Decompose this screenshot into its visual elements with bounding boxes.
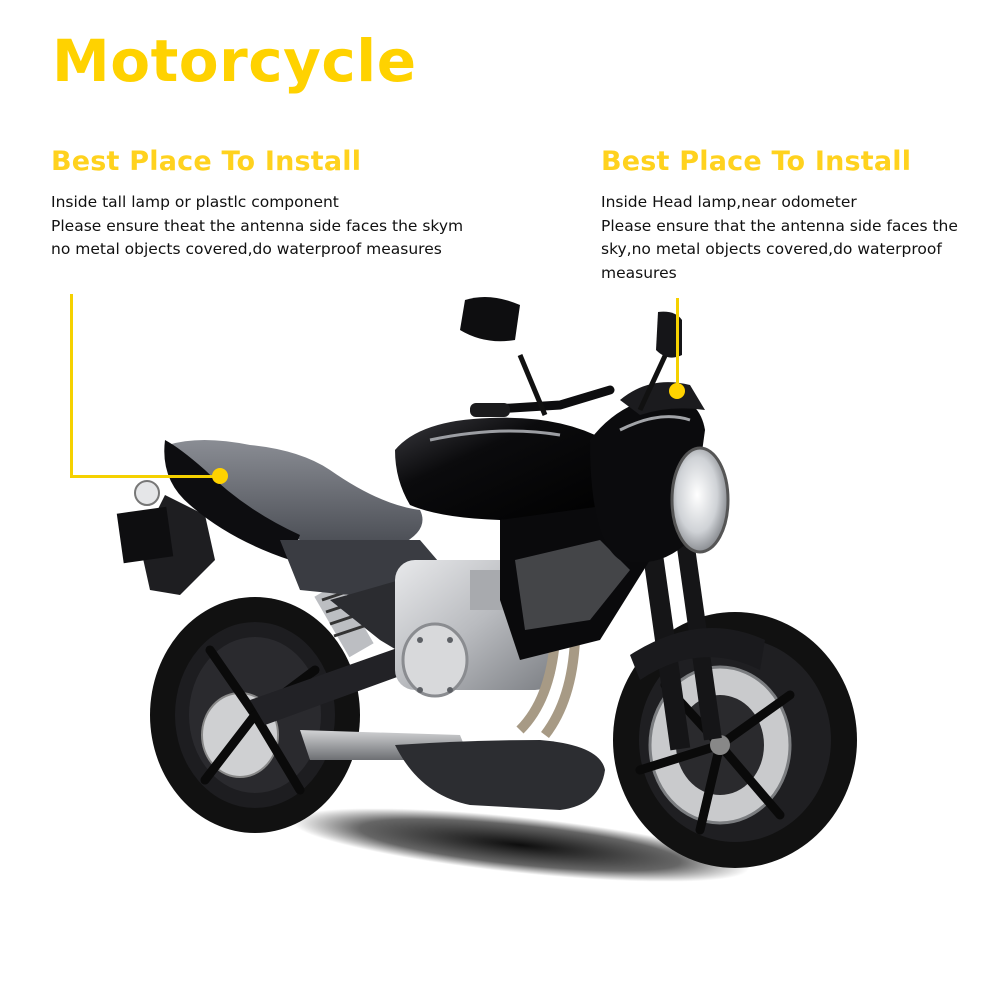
install-tip-front-heading: Best Place To Install xyxy=(601,146,912,177)
headlight xyxy=(670,446,730,554)
callout-dot-rear xyxy=(212,468,228,484)
fuel-tank xyxy=(395,417,617,520)
callout-line-rear-vertical xyxy=(70,294,73,478)
description-line: Inside Head lamp,near odometer xyxy=(601,193,857,211)
callout-dot-front xyxy=(669,383,685,399)
rear-fender xyxy=(116,480,215,595)
description-line: no metal objects covered,do waterproof m… xyxy=(51,240,442,258)
belly-pan xyxy=(395,740,605,810)
description-line: Please ensure theat the antenna side fac… xyxy=(51,216,464,235)
left-mirror xyxy=(460,296,548,416)
tail-cowl xyxy=(164,440,300,560)
install-tip-front-description: Inside Head lamp,near odometer Please en… xyxy=(601,191,996,285)
handlebar-grip xyxy=(470,403,510,417)
ground-shadow xyxy=(291,808,749,882)
install-tip-front: Best Place To Install Inside Head lamp,n… xyxy=(601,143,996,285)
description-line: Please ensure that the antenna side face… xyxy=(601,216,958,235)
callout-line-front-vertical xyxy=(676,298,679,391)
install-tip-rear-heading: Best Place To Install xyxy=(51,146,362,177)
page-title: Motorcycle xyxy=(52,27,417,95)
right-mirror xyxy=(637,311,682,412)
front-wheel xyxy=(613,612,857,868)
description-line: sky,no metal objects covered,do waterpro… xyxy=(601,240,942,258)
rear-wheel xyxy=(150,597,360,833)
description-line: measures xyxy=(601,263,677,282)
description-line: Inside tall lamp or plastlc component xyxy=(51,193,339,211)
swingarm xyxy=(250,640,430,725)
install-tip-rear-description: Inside tall lamp or plastlc component Pl… xyxy=(51,191,521,262)
seat xyxy=(168,440,423,545)
install-tip-rear: Best Place To Install Inside tall lamp o… xyxy=(51,143,521,262)
exhaust-headers xyxy=(516,639,580,739)
front-fork xyxy=(630,539,765,751)
callout-line-rear-horizontal xyxy=(70,475,220,478)
